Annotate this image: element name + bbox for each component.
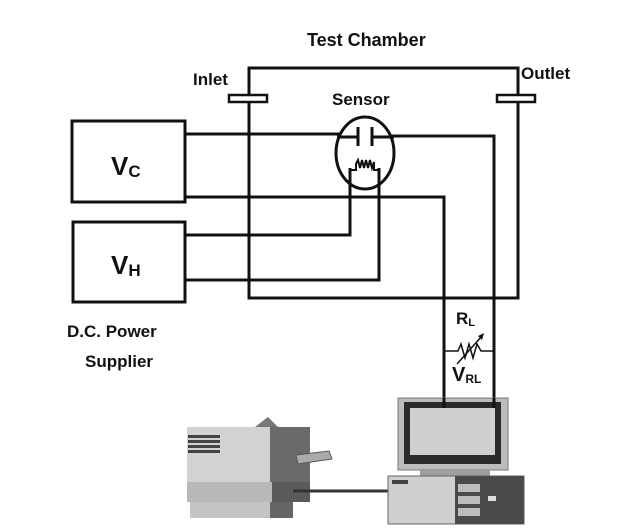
rl-label: RL	[456, 309, 475, 329]
vh-power-box	[71, 220, 187, 304]
vrl-sub: RL	[465, 372, 481, 386]
vh-sub: H	[128, 261, 140, 280]
vh-main: V	[111, 250, 129, 280]
inlet-label: Inlet	[193, 70, 228, 89]
vc-main: V	[111, 151, 129, 181]
wire-vc-bottom	[185, 195, 446, 408]
inlet-port	[227, 93, 269, 104]
test-chamber-label: Test Chamber	[307, 30, 426, 50]
power-supply-label-line2: Supplier	[85, 352, 153, 371]
wiring	[185, 132, 496, 408]
sensor-label: Sensor	[332, 90, 390, 109]
rl-sub: L	[468, 317, 475, 329]
wire-sensor-to-rl-right	[372, 134, 496, 408]
computer-base-icon	[387, 475, 525, 525]
heater-coil	[350, 157, 379, 172]
power-supply-label-line1: D.C. Power	[67, 322, 157, 341]
printer-icon	[187, 417, 333, 518]
sensor-housing	[334, 115, 396, 191]
vc-sub: C	[128, 162, 140, 181]
outlet-label: Outlet	[521, 64, 570, 83]
wire-vh-top	[185, 168, 352, 237]
vc-power-box	[70, 119, 187, 204]
vrl-label: VRL	[452, 364, 481, 386]
sensor-element	[334, 115, 396, 191]
vh-label: VH	[111, 250, 141, 280]
wire-vh-bottom	[185, 182, 381, 282]
rl-main: R	[456, 309, 468, 328]
test-chamber-wall	[247, 66, 520, 300]
outlet-port	[495, 93, 537, 104]
vc-label: VC	[111, 151, 141, 181]
monitor-icon	[397, 397, 509, 476]
load-resistor	[444, 333, 494, 365]
vrl-main: V	[452, 364, 466, 386]
